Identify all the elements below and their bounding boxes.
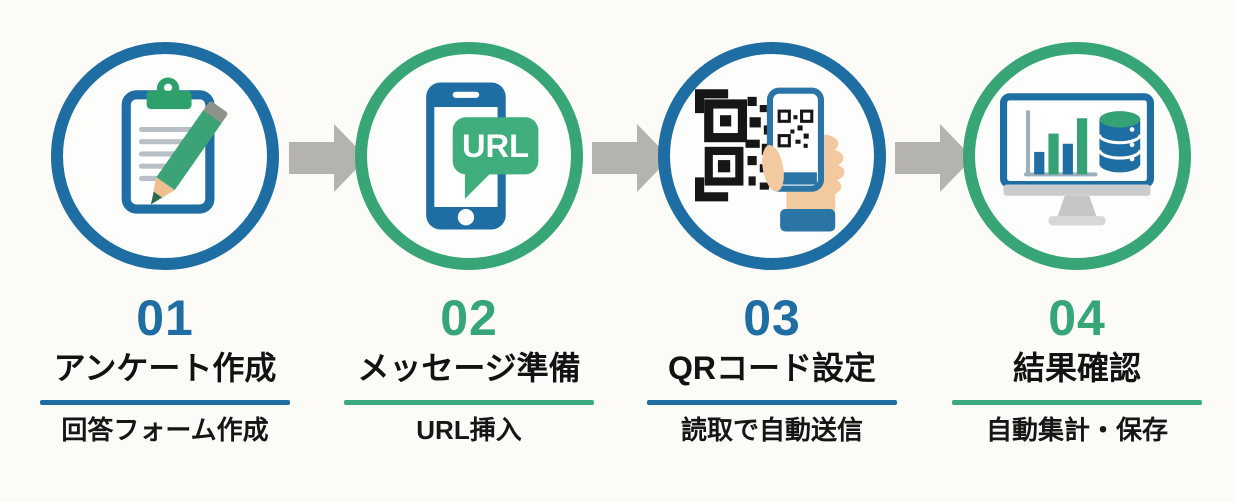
step-subtitle: URL挿入 [416,415,522,445]
step-number: 01 [136,290,194,346]
step-number: 02 [440,290,498,346]
step-1: 01 アンケート作成 回答フォーム作成 [15,0,315,502]
step-number: 04 [1048,290,1106,346]
arrow-right-icon [895,124,973,192]
monitor-database-icon [999,93,1155,226]
phone-url-icon: URL [426,82,539,230]
step-underline [647,400,897,405]
clipboard-pencil-icon [121,77,228,214]
qr-scan-icon [694,87,845,232]
step-2-circle: URL [355,42,583,270]
step-4-circle [963,42,1191,270]
step-1-circle [51,42,279,270]
step-number: 03 [743,290,801,346]
url-bubble-label: URL [462,127,529,164]
step-4: 04 結果確認 自動集計・保存 [927,0,1227,502]
step-underline [952,400,1202,405]
step-title: アンケート作成 [53,350,277,386]
step-subtitle: 回答フォーム作成 [61,415,269,445]
step-3: 03 QRコード設定 読取で自動送信 [622,0,922,502]
step-3-circle [658,42,886,270]
arrow-right-icon [289,124,367,192]
step-subtitle: 読取で自動送信 [680,415,863,445]
step-title: 結果確認 [1012,350,1141,386]
step-subtitle: 自動集計・保存 [985,415,1168,445]
arrow-right-icon [592,124,670,192]
step-2: URL 02 メッセージ準備 URL挿入 [319,0,619,502]
step-underline [40,400,290,405]
step-title: メッセージ準備 [357,350,581,386]
step-title: QRコード設定 [667,350,876,386]
step-underline [344,400,594,405]
